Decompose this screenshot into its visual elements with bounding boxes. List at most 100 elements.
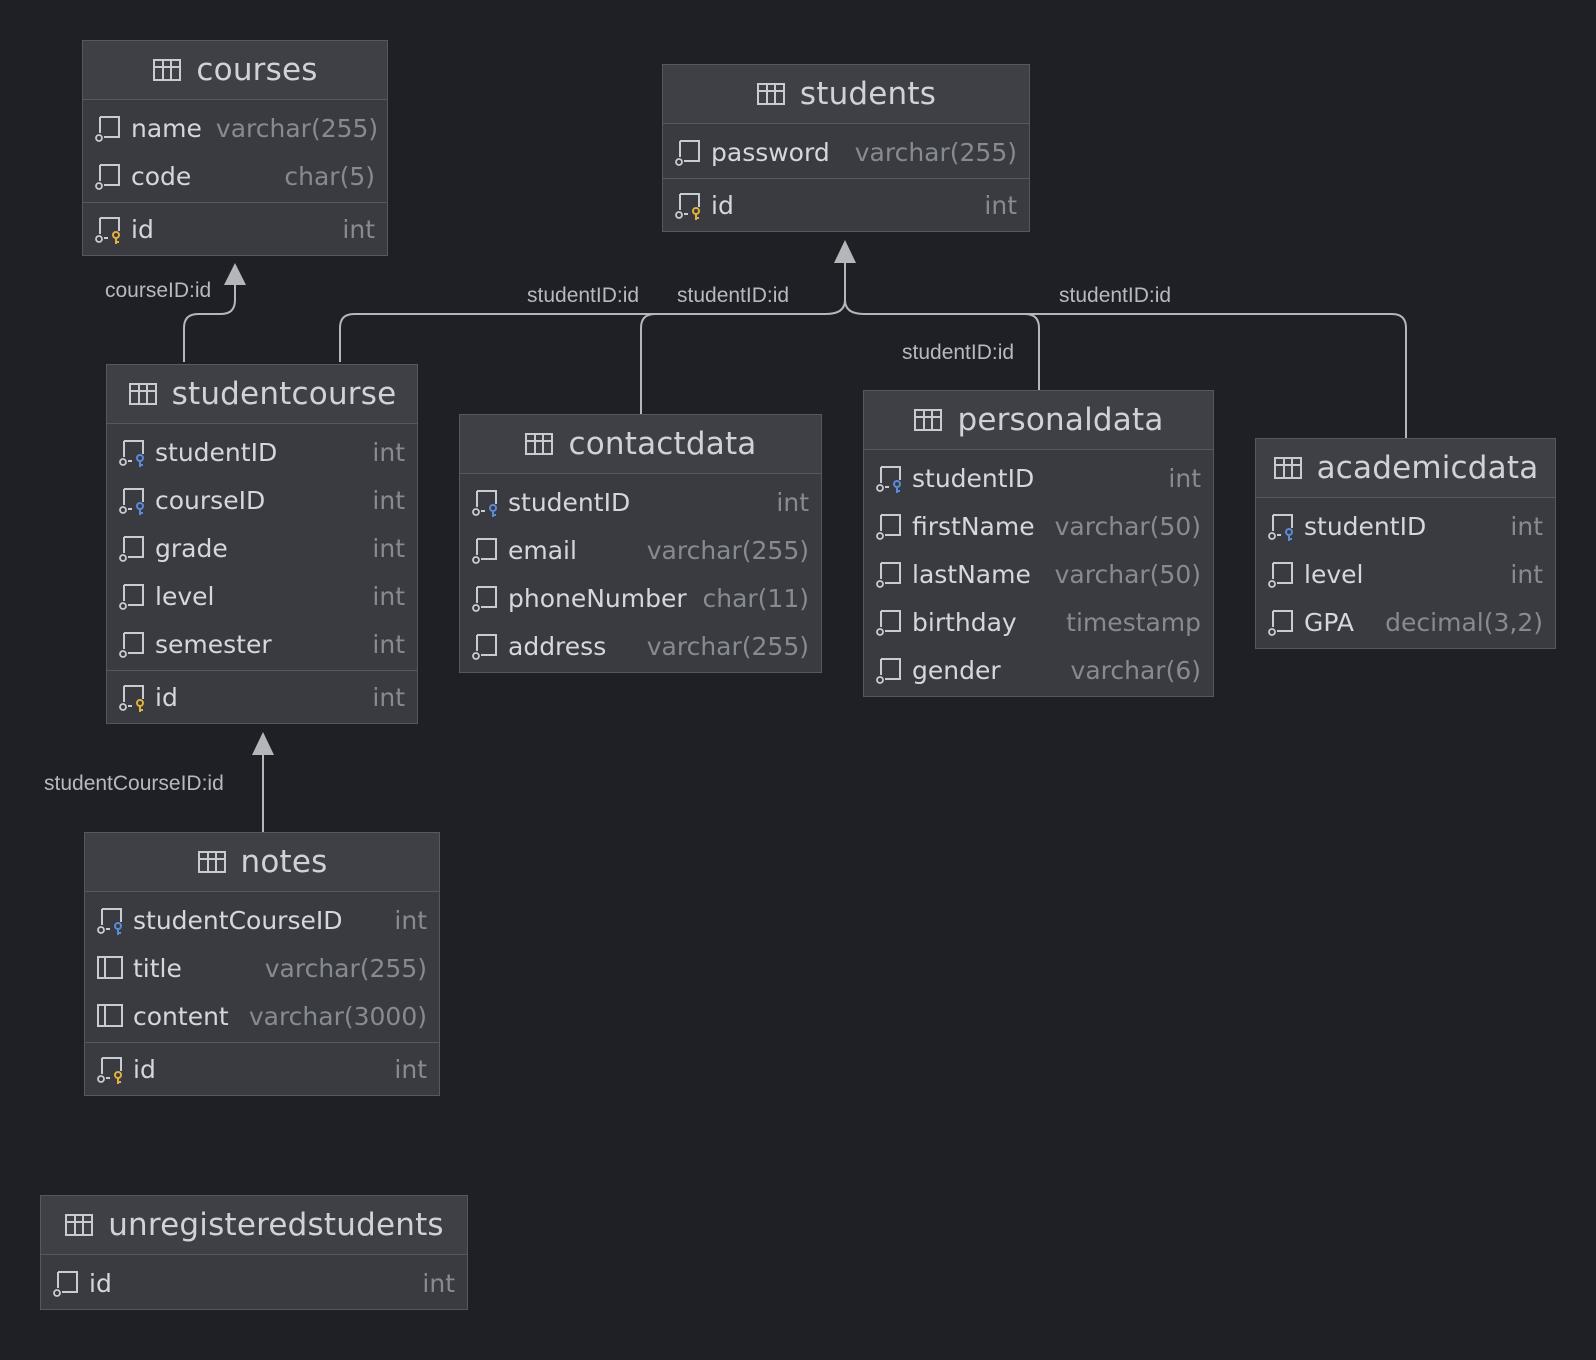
column-name: id	[89, 1268, 112, 1298]
column-row-id[interactable]: id int	[663, 178, 1029, 229]
column-icon	[117, 629, 147, 659]
column-icon	[1266, 559, 1296, 589]
column-type: int	[372, 533, 405, 563]
column-type: int	[1168, 463, 1201, 493]
table-icon	[64, 1212, 94, 1238]
column-row-grade[interactable]: grade int	[107, 524, 417, 572]
column-icon	[117, 533, 147, 563]
column-name: gender	[912, 655, 1001, 685]
relation-label: studentCourseID:id	[44, 772, 224, 795]
connector-academicdata-students	[1025, 313, 1407, 438]
table-header[interactable]: studentcourse	[107, 365, 417, 424]
table-icon	[524, 431, 554, 457]
column-name: content	[133, 1001, 229, 1031]
table-icon	[197, 849, 227, 875]
column-name: phoneNumber	[508, 583, 687, 613]
column-icon	[51, 1268, 81, 1298]
column-icon	[93, 113, 123, 143]
table-header[interactable]: notes	[85, 833, 439, 892]
column-icon	[874, 655, 904, 685]
table-header[interactable]: contactdata	[460, 415, 821, 474]
column-icon	[1266, 607, 1296, 637]
column-type: varchar(255)	[215, 113, 379, 143]
column-icon	[874, 607, 904, 637]
column-type: char(11)	[702, 583, 809, 613]
table-header[interactable]: courses	[83, 41, 387, 100]
column-name: address	[508, 631, 607, 661]
column-type: int	[422, 1268, 455, 1298]
column-row-phoneNumber[interactable]: phoneNumber char(11)	[460, 574, 821, 622]
column-row-id[interactable]: id int	[41, 1259, 467, 1307]
column-row-studentID[interactable]: studentID int	[1256, 502, 1555, 550]
column-name: email	[508, 535, 577, 565]
column-type: int	[984, 190, 1017, 220]
column-icon	[470, 583, 500, 613]
relation-label: courseID:id	[105, 279, 212, 302]
column-row-studentID[interactable]: studentID int	[107, 428, 417, 476]
foreign-key-icon	[1266, 511, 1296, 541]
column-name: password	[711, 137, 830, 167]
table-header[interactable]: personaldata	[864, 391, 1213, 450]
column-type: int	[1510, 511, 1543, 541]
relation-label: studentID:id	[1059, 284, 1172, 307]
table-header[interactable]: students	[663, 65, 1029, 124]
column-name: id	[155, 682, 178, 712]
column-type: int	[342, 214, 375, 244]
column-type: varchar(50)	[1054, 511, 1201, 541]
table-unregisteredstudents[interactable]: unregisteredstudents id int	[40, 1195, 468, 1310]
column-type: int	[372, 437, 405, 467]
column-icon	[470, 535, 500, 565]
table-icon	[1273, 455, 1303, 481]
column-type: varchar(255)	[264, 953, 427, 983]
primary-key-icon	[93, 214, 123, 244]
column-type: int	[372, 629, 405, 659]
table-header[interactable]: unregisteredstudents	[41, 1196, 467, 1255]
column-name: studentID	[155, 437, 278, 467]
column-name: id	[711, 190, 734, 220]
table-icon	[128, 381, 158, 407]
column-row-semester[interactable]: semester int	[107, 620, 417, 668]
column-name: studentID	[1304, 511, 1427, 541]
column-name: grade	[155, 533, 228, 563]
table-icon	[913, 407, 943, 433]
column-name: semester	[155, 629, 272, 659]
plain-column-icon	[95, 1001, 125, 1031]
table-icon	[756, 81, 786, 107]
table-header[interactable]: academicdata	[1256, 439, 1555, 498]
column-name: lastName	[912, 559, 1031, 589]
arrowhead-students	[834, 240, 856, 263]
table-name: studentcourse	[171, 376, 397, 412]
column-icon	[93, 161, 123, 191]
column-icon	[874, 559, 904, 589]
column-name: level	[155, 581, 215, 611]
